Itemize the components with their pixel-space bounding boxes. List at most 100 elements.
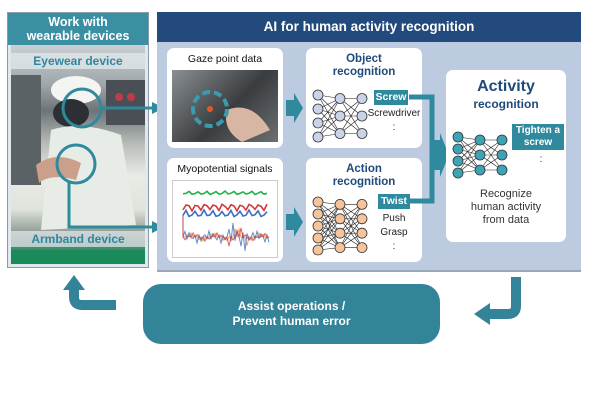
nn-edge [317,218,341,251]
eyewear-device-label: Eyewear device [11,53,145,69]
nn-node [334,93,346,104]
signal-trace [182,215,269,247]
nn-node [312,196,324,208]
nn-node [334,128,346,139]
action-result-grasp: Grasp [380,227,408,238]
feedback-arrow-right-head [474,303,490,325]
nn-node [356,110,368,122]
nn-node [312,232,324,244]
nn-edge [339,204,363,248]
machine-left [11,75,41,185]
nn-node [312,117,324,129]
gaze-to-object-arrow [286,93,303,123]
machine-light [127,93,135,101]
action-result-push: Push [382,213,406,224]
nn-edge [317,201,341,234]
nn-node [312,220,324,232]
nn-node [312,208,324,220]
action-result-ellipsis: : [392,241,396,252]
feedback-arrow-left-shaft [69,290,116,310]
object-result-screwdriver: Screwdriver [367,108,421,119]
gaze-point-circle [191,90,229,128]
armband-connector-line [67,182,156,229]
nn-edge [317,201,341,248]
activity-result-ellipsis: : [539,154,543,165]
nn-edge [479,139,503,171]
signal-chart [172,180,278,258]
assist-operations-box: Assist operations / Prevent human error [143,284,440,344]
nn-edge [339,204,363,234]
nn-edge [339,218,363,248]
activity-top-result: Tighten a screw [512,124,564,150]
activity-top-result-line1: Tighten a [515,125,561,136]
nn-node [312,131,324,143]
wearable-title-line1: Work with [48,15,108,29]
floor [11,250,145,264]
activity-title-line1: Activity [477,78,535,95]
activity-description: Recognize human activity from data [446,188,566,227]
nn-node [356,198,368,210]
nn-edge [317,108,341,134]
activity-title-line2: recognition [473,97,539,111]
nn-edge [339,98,363,134]
nn-node [334,198,346,210]
nn-node [334,213,346,225]
merge-arrow [432,133,449,177]
action-neural-network [312,196,368,256]
nn-node [334,227,346,239]
nn-node [452,155,464,167]
nn-node [496,164,508,176]
nn-node [356,242,368,253]
object-title-line1: Object [346,53,382,65]
gaze-image [172,70,278,142]
ai-panel-title: AI for human activity recognition [157,12,581,42]
signal-trace [182,190,268,196]
nn-edge [317,98,341,124]
machine-light [115,93,123,101]
nn-node [474,164,486,176]
hand [226,107,270,142]
action-recognition-card: Action recognition Twist Push Grasp : [306,158,422,262]
object-neural-network [312,89,368,143]
gaze-card-title: Gaze point data [187,53,263,65]
nn-node [312,244,324,256]
nn-edge [317,204,341,251]
action-top-result: Twist [378,194,410,209]
nn-node [334,110,346,122]
nn-node [474,149,486,161]
nn-node [334,242,346,253]
nn-node [496,134,508,146]
gaze-card: Gaze point data [167,48,283,148]
nn-edge [457,139,481,174]
nn-edge [317,94,341,134]
feedback-arrow-right-shaft [490,277,521,319]
nn-node [356,93,368,104]
signal-trace [182,208,268,218]
armband-highlight-circle [55,143,97,185]
action-title-line1: Action [346,163,382,175]
object-recognition-card: Object recognition Screw Screwdriver : [306,48,422,148]
signal-trace [182,203,268,213]
nn-node [356,213,368,225]
myopotential-card-title: Myopotential signals [177,163,273,175]
action-title-line2: recognition [332,176,396,188]
armband-device-label: Armband device [11,231,145,247]
wearable-panel-title: Work with wearable devices [8,13,148,45]
activity-neural-network [452,131,508,179]
nn-edge [317,98,341,138]
nn-node [356,128,368,139]
wearable-title-line2: wearable devices [26,29,130,43]
object-result-ellipsis: : [392,122,396,133]
activity-desc-line1: Recognize [480,188,532,200]
nn-edge [317,213,341,248]
nn-node [312,89,324,101]
assist-line2: Prevent human error [232,314,351,328]
nn-node [452,143,464,155]
assist-line1: Assist operations / [237,299,346,313]
nn-node [312,103,324,115]
nn-edge [457,136,481,171]
nn-node [452,167,464,179]
